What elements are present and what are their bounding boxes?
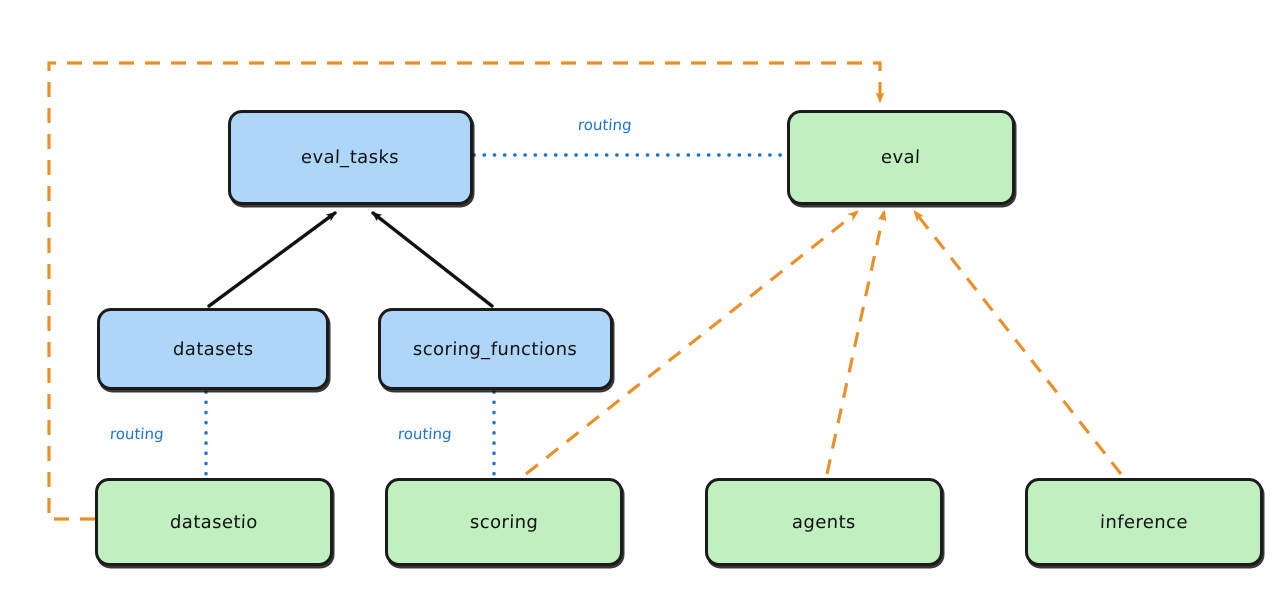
node-label-inference: inference <box>1099 511 1189 533</box>
edge-datasets-eval-tasks <box>207 211 337 308</box>
edge-scoring-eval <box>525 210 859 476</box>
node-eval[interactable]: eval <box>787 110 1015 205</box>
node-eval-tasks[interactable]: eval_tasks <box>228 110 473 205</box>
node-label-scoring: scoring <box>469 511 539 533</box>
edge-inference-eval <box>913 210 1123 475</box>
edge-scoring-functions-eval-tasks <box>371 211 494 308</box>
node-inference[interactable]: inference <box>1025 478 1263 566</box>
node-label-datasets: datasets <box>172 338 254 360</box>
node-label-agents: agents <box>791 511 857 533</box>
node-label-scoring-functions: scoring_functions <box>413 338 578 360</box>
node-label-datasetio: datasetio <box>169 511 259 533</box>
node-scoring-functions[interactable]: scoring_functions <box>378 308 613 390</box>
edge-agents-eval <box>825 209 887 475</box>
edge-label-routing-eval-tasks-eval: routing <box>577 116 633 134</box>
edge-datasetio-eval <box>47 61 885 521</box>
node-datasets[interactable]: datasets <box>97 308 329 390</box>
node-label-eval-tasks: eval_tasks <box>301 147 400 168</box>
edge-label-routing-scoring-functions-scoring: routing <box>397 425 453 443</box>
edge-label-routing-datasets-datasetio: routing <box>109 425 165 443</box>
node-scoring[interactable]: scoring <box>385 478 623 566</box>
node-datasetio[interactable]: datasetio <box>95 478 333 566</box>
node-agents[interactable]: agents <box>705 478 943 566</box>
node-label-eval: eval <box>880 147 922 168</box>
